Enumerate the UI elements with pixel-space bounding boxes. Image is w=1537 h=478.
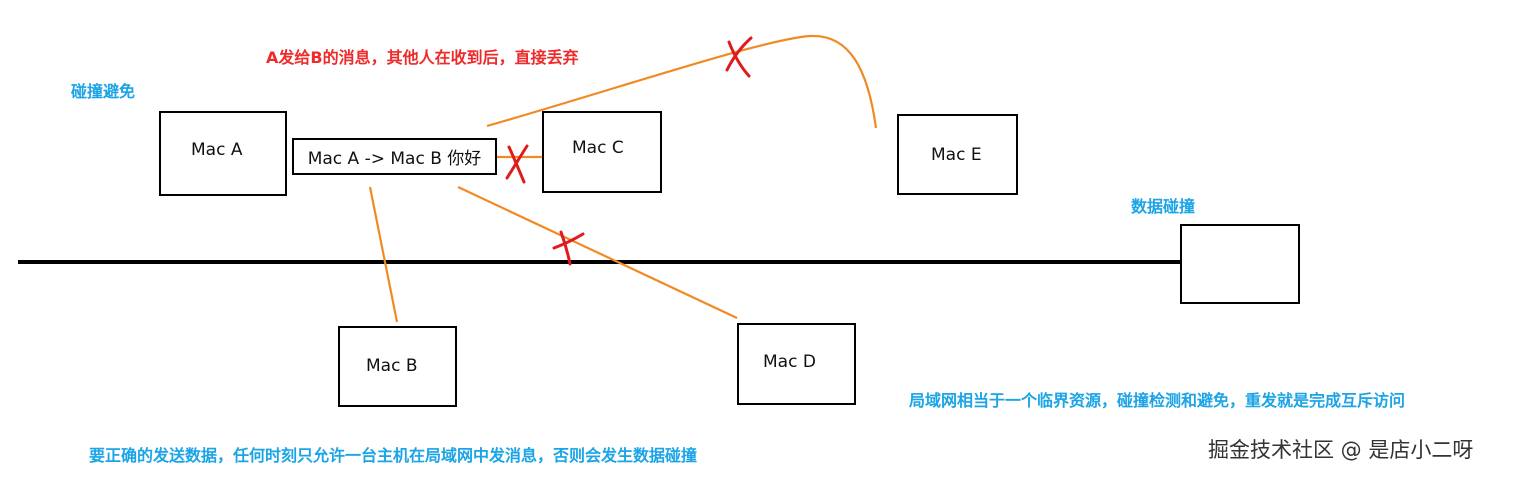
host-label-mac-e: Mac E [931, 145, 982, 165]
data-collision-label: 数据碰撞 [1131, 197, 1196, 216]
critical-resource-note: 局域网相当于一个临界资源，碰撞检测和避免，重发就是完成互斥访问 [909, 391, 1406, 410]
host-box-mac-e [897, 114, 1018, 195]
host-box-mac-a [159, 111, 287, 196]
message-box: Mac A -> Mac B 你好 [292, 138, 497, 175]
collision-avoidance-label: 碰撞避免 [71, 82, 136, 101]
collision-box [1180, 224, 1300, 304]
host-label-mac-c: Mac C [572, 138, 624, 158]
rule-note: 要正确的发送数据，任何时刻只允许一台主机在局域网中发消息，否则会发生数据碰撞 [89, 446, 698, 465]
host-box-mac-b [338, 326, 457, 407]
host-label-mac-d: Mac D [763, 352, 816, 372]
watermark: 掘金技术社区 @ 是店小二呀 [1208, 438, 1474, 462]
blocked-mark-mac-d [552, 230, 585, 266]
signal-to-mac-d [457, 186, 738, 319]
signal-to-mac-b [368, 186, 399, 323]
signal-to-mac-e [486, 34, 878, 129]
blocked-mark-mac-c [505, 144, 529, 184]
host-box-mac-c [542, 111, 662, 193]
blocked-mark-mac-e [725, 36, 753, 78]
host-label-mac-b: Mac B [366, 356, 418, 376]
discard-note: A发给B的消息，其他人在收到后，直接丢弃 [266, 48, 579, 67]
host-label-mac-a: Mac A [191, 140, 243, 160]
host-box-mac-d [737, 323, 856, 405]
